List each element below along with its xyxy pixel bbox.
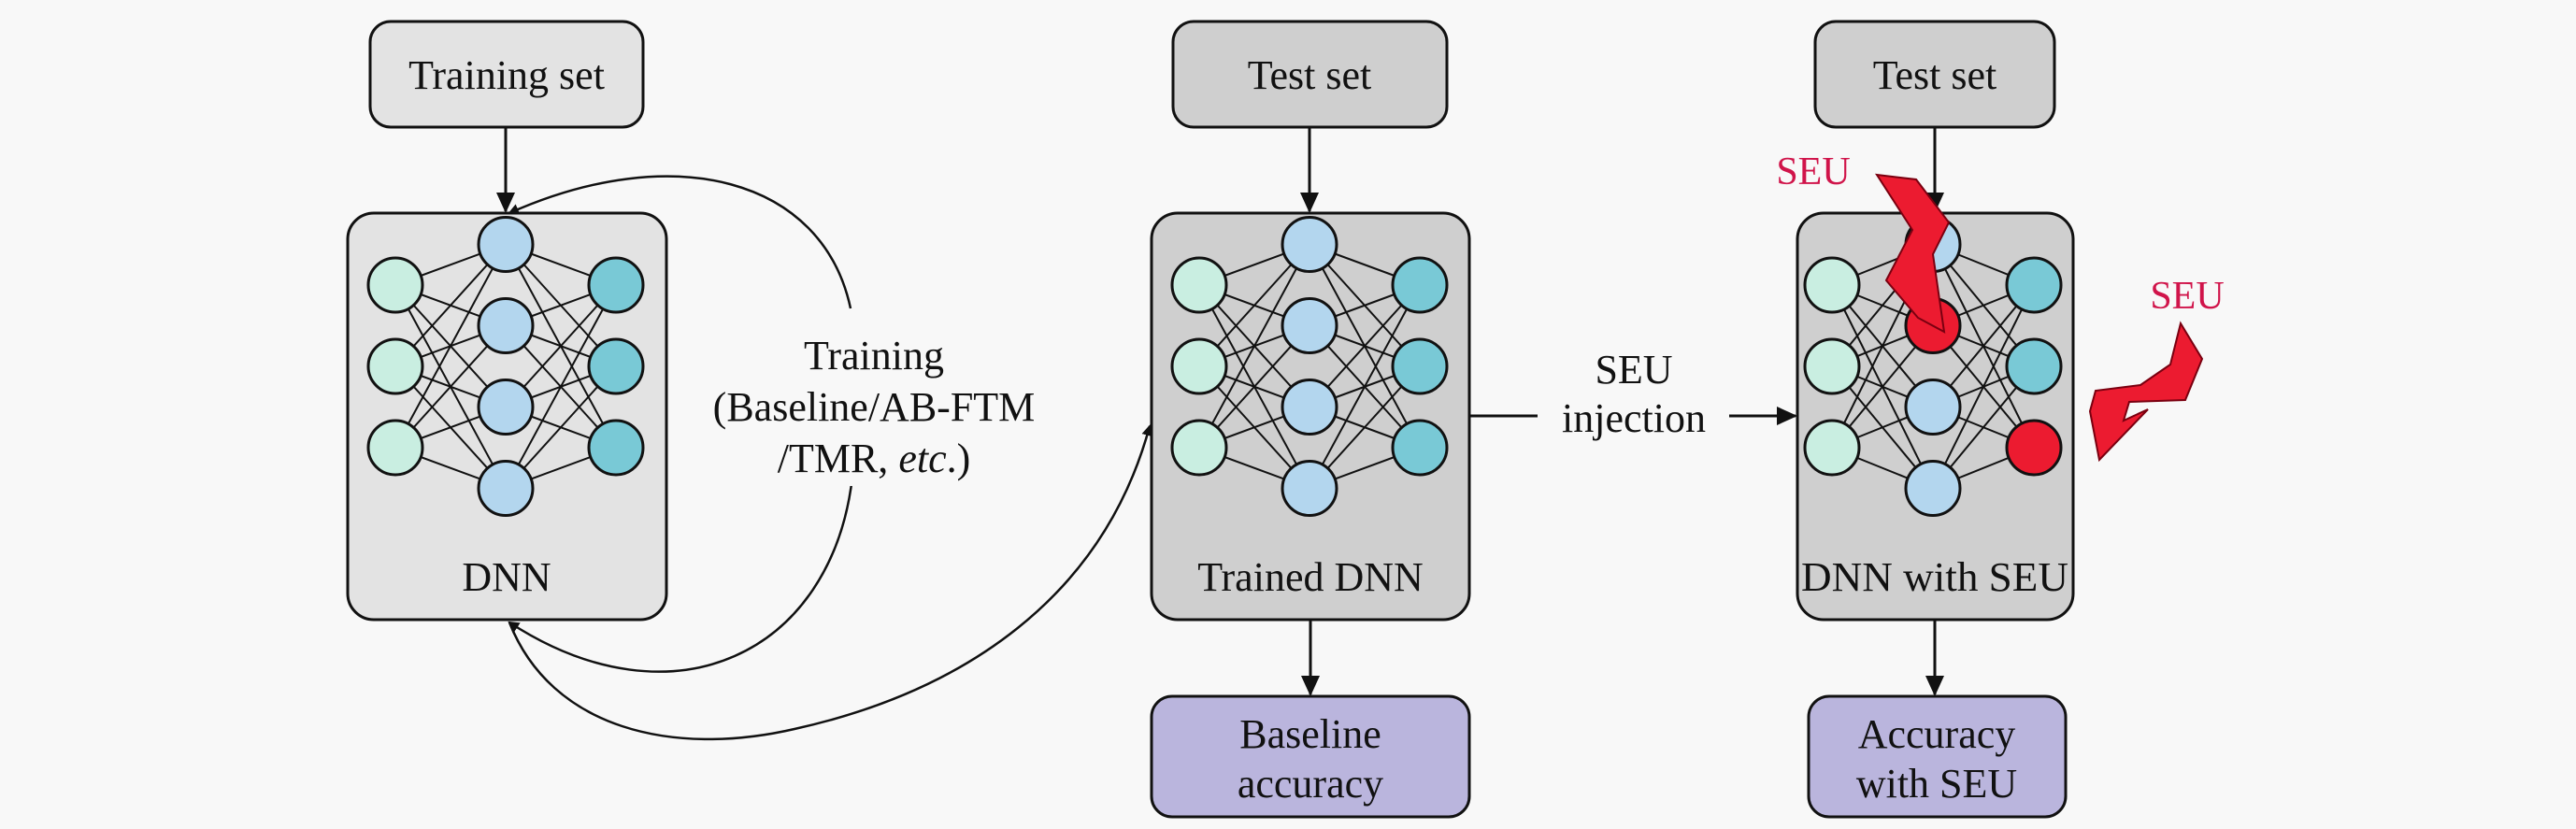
input-neuron — [366, 337, 424, 395]
faulty-dnn-label: DNN with SEU — [1801, 554, 2068, 600]
network-edge — [505, 284, 617, 489]
input-neuron — [1803, 419, 1861, 477]
seu-injection-label-line1: SEU — [1595, 347, 1672, 393]
network-edge — [1932, 284, 2035, 489]
test-set-label-faulty: Test set — [1873, 52, 1997, 98]
accuracy-with-seu-line1: Accuracy — [1858, 711, 2016, 757]
network-dnn — [366, 216, 645, 517]
training-method-label: Training (Baseline/AB-FTM /TMR, etc.) — [678, 327, 1094, 486]
accuracy-with-seu-box: Accuracy with SEU — [1807, 694, 2068, 819]
input-neuron — [366, 419, 424, 477]
input-neuron — [1803, 337, 1861, 395]
lightning-bolt-icon-2 — [2088, 321, 2204, 463]
training-set-box: Training set — [368, 20, 645, 129]
trained-dnn-label: Trained DNN — [1197, 554, 1424, 600]
input-neuron — [1170, 337, 1228, 395]
hidden-neuron — [1904, 460, 1962, 517]
output-neuron — [1391, 256, 1449, 314]
training-label-line2: (Baseline/AB-FTM — [713, 384, 1036, 430]
input-neuron — [366, 256, 424, 314]
training-set-label: Training set — [408, 52, 605, 98]
training-label-line3: /TMR, etc.) — [778, 436, 971, 481]
seu-injection-label-bg — [1538, 388, 1729, 444]
hidden-neuron — [1904, 379, 1962, 436]
seu-label-2: SEU — [2150, 275, 2224, 318]
output-neuron — [587, 419, 645, 477]
hidden-neuron — [477, 460, 535, 517]
training-label-line1: Training — [804, 333, 944, 379]
training-loop-curve-bottom — [508, 476, 854, 673]
output-neuron — [587, 337, 645, 395]
test-set-box-evaluation: Test set — [1171, 20, 1449, 129]
output-neuron — [2005, 337, 2063, 395]
training-loop-curve-top — [508, 175, 852, 309]
input-neuron — [1170, 256, 1228, 314]
hidden-neuron — [1281, 379, 1338, 436]
network-edge — [1198, 244, 1310, 449]
network-edge — [394, 244, 507, 449]
baseline-accuracy-line1: Baseline — [1239, 711, 1381, 757]
input-neuron — [1803, 256, 1861, 314]
network-edge — [1309, 284, 1421, 489]
test-set-box-faulty: Test set — [1813, 20, 2056, 129]
baseline-accuracy-line2: accuracy — [1238, 761, 1383, 807]
hidden-neuron — [1281, 216, 1338, 273]
input-neuron — [1170, 419, 1228, 477]
seu-injection-label-line2: injection — [1562, 395, 1706, 441]
test-set-label-evaluation: Test set — [1248, 52, 1372, 98]
hidden-neuron — [477, 297, 535, 354]
output-neuron — [1391, 419, 1449, 477]
baseline-accuracy-box: Baseline accuracy — [1150, 694, 1471, 819]
faulty-neuron — [2005, 419, 2063, 477]
dnn-label: DNN — [462, 554, 551, 600]
lightning-bolt-icon-1 — [1875, 173, 1951, 334]
output-neuron — [1391, 337, 1449, 395]
hidden-neuron — [477, 379, 535, 436]
output-neuron — [2005, 256, 2063, 314]
arrow-dnn-to-trained-dnn — [508, 424, 1153, 741]
hidden-neuron — [1281, 297, 1338, 354]
hidden-neuron — [477, 216, 535, 273]
hidden-neuron — [1281, 460, 1338, 517]
network-trained-dnn — [1170, 216, 1449, 517]
accuracy-with-seu-line2: with SEU — [1856, 761, 2017, 807]
seu-label-1: SEU — [1776, 150, 1850, 193]
output-neuron — [587, 256, 645, 314]
